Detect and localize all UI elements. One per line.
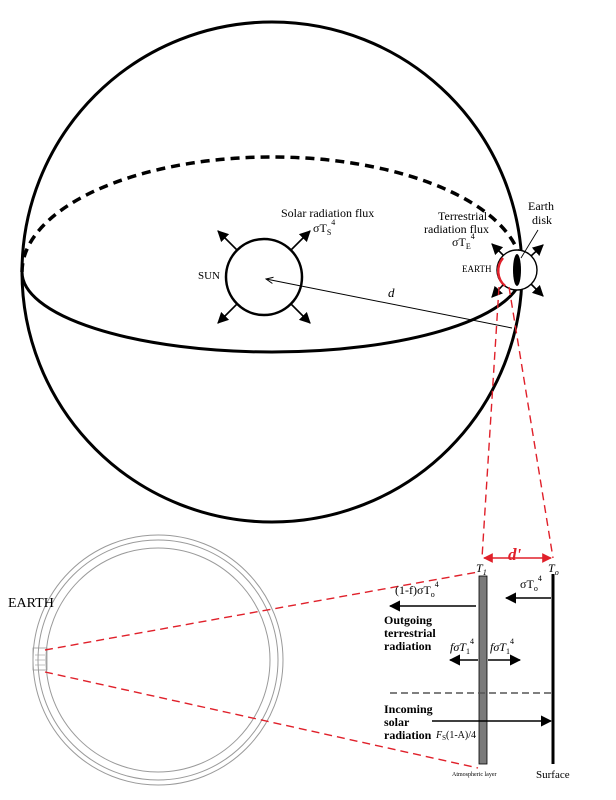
incoming-formula-sub: S bbox=[442, 734, 446, 742]
atmosphere-outer-ring bbox=[32, 534, 284, 786]
incoming-line1: Incoming bbox=[384, 702, 433, 716]
earth-ray-lr bbox=[530, 283, 544, 297]
outgoing-line3: radiation bbox=[384, 639, 432, 653]
earth-red-arc bbox=[496, 257, 506, 287]
earth-disk-line1: Earth bbox=[528, 199, 554, 213]
layer-emission-right-text: fσT bbox=[490, 640, 507, 654]
atmospheric-layer-label: Atmospheric layer bbox=[452, 772, 496, 778]
surface-emission-sup: 4 bbox=[538, 574, 542, 583]
atmospheric-layer-bar bbox=[478, 575, 488, 765]
detail-guide-top bbox=[44, 571, 479, 651]
t0-sub: o bbox=[555, 568, 559, 577]
t0-symbol: T bbox=[548, 561, 556, 575]
zoom-region-box bbox=[32, 647, 48, 671]
earth-small-label: EARTH bbox=[462, 264, 492, 274]
incoming-line3: radiation bbox=[384, 728, 432, 742]
sun-ray-lr bbox=[290, 303, 311, 324]
layer-emission-right: fσT14 bbox=[490, 637, 514, 656]
earth-disk-line2: disk bbox=[532, 213, 552, 227]
detail-guide-bottom bbox=[44, 671, 479, 769]
layer-emission-left-text: fσT bbox=[450, 640, 467, 654]
outgoing-upper-text: (1-f)σT bbox=[395, 583, 431, 597]
sun-ray-ul bbox=[217, 230, 238, 251]
atmosphere-inner-ring bbox=[37, 539, 279, 781]
earth-ray-ll bbox=[491, 284, 504, 298]
sun-ray-ll bbox=[217, 303, 238, 324]
earth-disk-pointer bbox=[520, 229, 539, 259]
sphere-front-equator bbox=[20, 271, 524, 354]
terr-flux-sub: E bbox=[466, 242, 471, 251]
zoom-guide-left bbox=[481, 286, 500, 559]
sun-circle bbox=[224, 237, 304, 317]
layer-model: d' T1 To (1-f)σTo4 σTo4 Outgoing terrest… bbox=[384, 545, 570, 781]
outgoing-upper-sup: 4 bbox=[435, 580, 439, 589]
layer-emission-left-sub: 1 bbox=[466, 647, 470, 656]
incoming-formula: FS(1-A)/4 bbox=[435, 730, 476, 742]
incoming-formula-rest: (1-A)/4 bbox=[446, 730, 476, 741]
surface-label: Surface bbox=[536, 769, 570, 781]
t1-symbol: T bbox=[476, 561, 484, 575]
sun-label: SUN bbox=[198, 270, 220, 282]
t1-label: T1 bbox=[476, 561, 487, 577]
surface-emission-text: σT bbox=[520, 577, 534, 591]
earth-small: EARTH bbox=[462, 229, 544, 298]
outgoing-upper-sub: o bbox=[431, 590, 435, 599]
solar-flux-sub: S bbox=[327, 228, 331, 237]
incoming-formula-f: F bbox=[435, 730, 443, 741]
layer-emission-left-sup: 4 bbox=[470, 637, 474, 646]
earth-large-label: EARTH bbox=[8, 596, 54, 611]
terr-flux-sup: 4 bbox=[471, 232, 475, 241]
terr-flux-sigma: σT bbox=[452, 235, 466, 249]
solar-flux-sigma: σT bbox=[313, 221, 327, 235]
solar-flux-sup: 4 bbox=[331, 218, 335, 227]
t1-sub: 1 bbox=[483, 568, 487, 577]
zoom-guide-right bbox=[508, 286, 554, 559]
incoming-line2: solar bbox=[384, 715, 410, 729]
terr-flux-line1: Terrestrial bbox=[438, 209, 488, 223]
layer-emission-right-sup: 4 bbox=[510, 637, 514, 646]
sun: SUN bbox=[198, 230, 311, 324]
outgoing-line1: Outgoing bbox=[384, 613, 432, 627]
earth-ray-ur bbox=[530, 244, 544, 257]
sun-ray-ur bbox=[290, 230, 311, 251]
d-prime-label: d' bbox=[508, 545, 522, 564]
earth-surface-ring bbox=[45, 547, 271, 773]
distance-arrow bbox=[266, 279, 513, 329]
terr-flux-line2: radiation flux bbox=[424, 222, 489, 236]
distance-label: d bbox=[388, 285, 395, 300]
layer-emission-right-sub: 1 bbox=[506, 647, 510, 656]
surface-emission-formula: σTo4 bbox=[520, 574, 542, 593]
solar-flux-title: Solar radiation flux bbox=[281, 206, 374, 220]
terr-flux-formula: σTE4 bbox=[452, 232, 475, 251]
outgoing-upper-formula: (1-f)σTo4 bbox=[395, 580, 439, 599]
solar-flux-formula: σTS4 bbox=[313, 218, 335, 237]
t0-label: To bbox=[548, 561, 559, 577]
layer-emission-left: fσT14 bbox=[450, 637, 474, 656]
earth-cross-section: EARTH bbox=[8, 534, 284, 786]
outgoing-line2: terrestrial bbox=[384, 626, 436, 640]
sphere-back-equator bbox=[20, 155, 524, 273]
surface-emission-sub: o bbox=[534, 584, 538, 593]
earth-ray-ul bbox=[491, 243, 504, 256]
earth-disk bbox=[513, 254, 521, 286]
